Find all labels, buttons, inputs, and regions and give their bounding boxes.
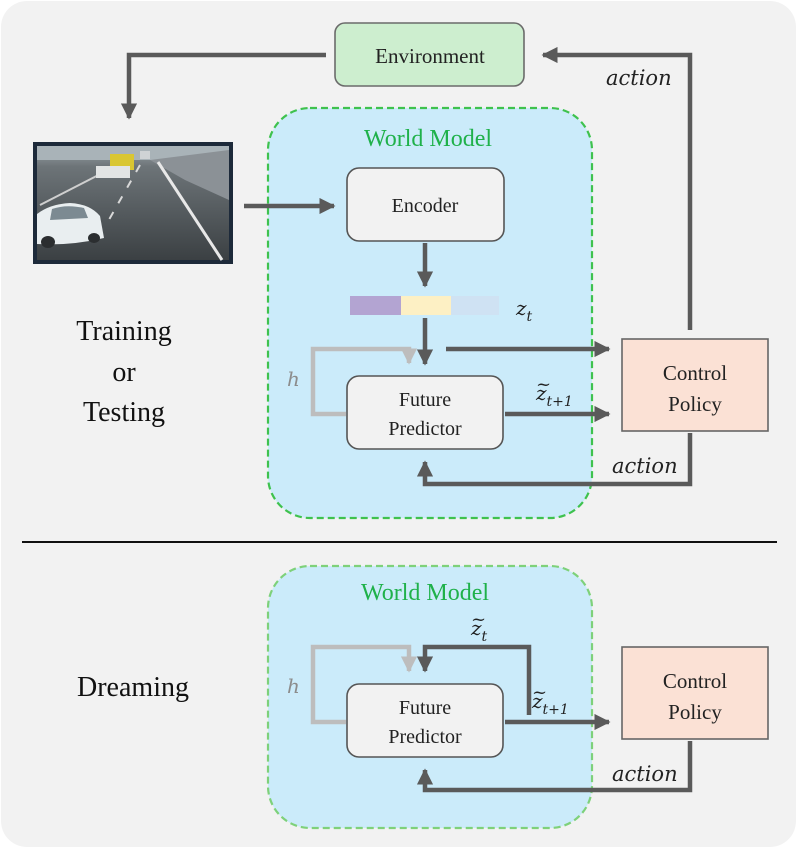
prediction-tilde-dreaming: ~ (532, 682, 547, 703)
dreaming-side-label: Dreaming (77, 672, 189, 703)
recurrent-loop-arrow-dreaming (310, 644, 418, 725)
training-side-label-line3: Testing (83, 397, 165, 428)
control-policy-label-line2-dreaming: Policy (668, 700, 722, 724)
latent-label: zt (515, 296, 533, 325)
latent-segment-2 (401, 296, 451, 315)
encoder-node: Encoder (346, 167, 505, 242)
future-predictor-node-training: Future Predictor (346, 375, 504, 450)
loop-tilde-dreaming: ~ (471, 609, 486, 630)
environment-node: Environment (334, 22, 525, 87)
prediction-label-training: zt+1 (535, 381, 573, 410)
arrow-control-to-predictor-training (416, 433, 693, 487)
control-policy-node-dreaming: Control Policy (621, 646, 769, 740)
world-model-title-dreaming: World Model (361, 580, 489, 606)
prediction-tilde-training: ~ (536, 374, 551, 395)
hidden-state-label-dreaming: h (287, 674, 300, 698)
loop-label-dreaming: zt (470, 616, 488, 645)
camera-image (33, 142, 233, 264)
action-label-dreaming-feedback: action (612, 762, 678, 786)
future-predictor-node-dreaming: Future Predictor (346, 683, 504, 758)
latent-vector (350, 296, 499, 315)
future-predictor-label-line1: Future (399, 389, 451, 411)
control-policy-label-line2: Policy (668, 392, 722, 416)
recurrent-loop-arrow-training (310, 346, 418, 417)
encoder-label: Encoder (392, 195, 459, 217)
future-predictor-label-line2-dreaming: Predictor (388, 726, 462, 748)
latent-segment-3 (451, 296, 499, 315)
hidden-state-label-training: h (287, 367, 300, 391)
action-label-training-feedback: action (612, 454, 678, 478)
future-predictor-label-line2: Predictor (388, 418, 462, 440)
environment-label: Environment (375, 44, 485, 68)
training-side-label-line2: or (112, 357, 136, 388)
prediction-label-dreaming: zt+1 (531, 689, 569, 718)
training-side-label-line1: Training (76, 316, 171, 347)
latent-segment-1 (350, 296, 401, 315)
future-predictor-label-line1-dreaming: Future (399, 697, 451, 719)
arrow-control-to-environment (541, 46, 693, 330)
arrow-prediction-loop-dreaming (416, 644, 532, 715)
control-policy-label-line1: Control (663, 361, 727, 385)
arrow-control-to-predictor-dreaming (416, 741, 693, 793)
world-model-title-training: World Model (364, 126, 492, 152)
arrow-environment-to-image (120, 52, 326, 120)
control-policy-node-training: Control Policy (621, 338, 769, 432)
control-policy-label-line1-dreaming: Control (663, 669, 727, 693)
action-label-top: action (606, 66, 672, 90)
